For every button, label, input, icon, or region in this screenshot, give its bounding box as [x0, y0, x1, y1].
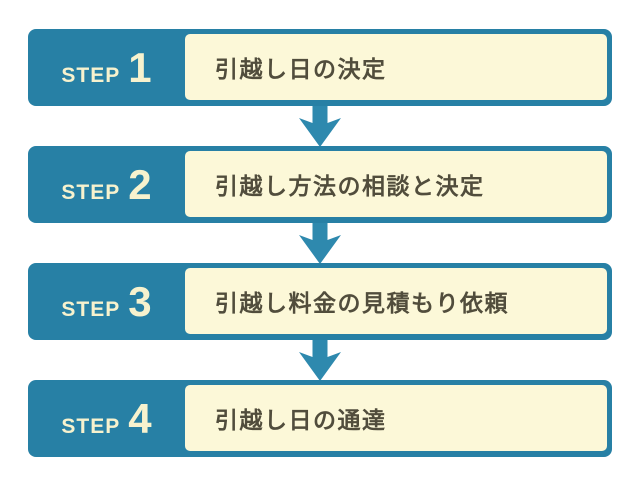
step-row-1: STEP 1 引越し日の決定	[28, 29, 612, 106]
step-2-text: 引越し方法の相談と決定	[215, 173, 485, 199]
step-1-text: 引越し日の決定	[215, 56, 387, 82]
step-4-text: 引越し日の通達	[215, 407, 387, 433]
step-3-content-box: 引越し料金の見積もり依頼	[185, 268, 607, 334]
step-4-content-box: 引越し日の通達	[185, 385, 607, 451]
down-arrow-icon	[299, 339, 341, 381]
step-3-text: 引越し料金の見積もり依頼	[215, 290, 509, 316]
step-row-4: STEP 4 引越し日の通達	[28, 380, 612, 457]
connector-3	[28, 339, 612, 381]
step-3-badge: STEP 3	[28, 263, 185, 340]
step-1-number: 1	[128, 43, 152, 91]
step-4-number: 4	[128, 394, 152, 442]
down-arrow-icon	[299, 105, 341, 147]
step-2-content-box: 引越し方法の相談と決定	[185, 151, 607, 217]
step-1-content-box: 引越し日の決定	[185, 34, 607, 100]
step-2-badge: STEP 2	[28, 146, 185, 223]
step-3-word: STEP	[61, 297, 121, 321]
connector-1	[28, 105, 612, 147]
step-row-3: STEP 3 引越し料金の見積もり依頼	[28, 263, 612, 340]
step-4-word: STEP	[61, 414, 121, 438]
step-row-2: STEP 2 引越し方法の相談と決定	[28, 146, 612, 223]
step-1-badge: STEP 1	[28, 29, 185, 106]
down-arrow-icon	[299, 222, 341, 264]
step-1-word: STEP	[61, 63, 121, 87]
step-2-word: STEP	[61, 180, 121, 204]
step-4-badge: STEP 4	[28, 380, 185, 457]
step-2-number: 2	[128, 160, 152, 208]
connector-2	[28, 222, 612, 264]
step-3-number: 3	[128, 277, 152, 325]
